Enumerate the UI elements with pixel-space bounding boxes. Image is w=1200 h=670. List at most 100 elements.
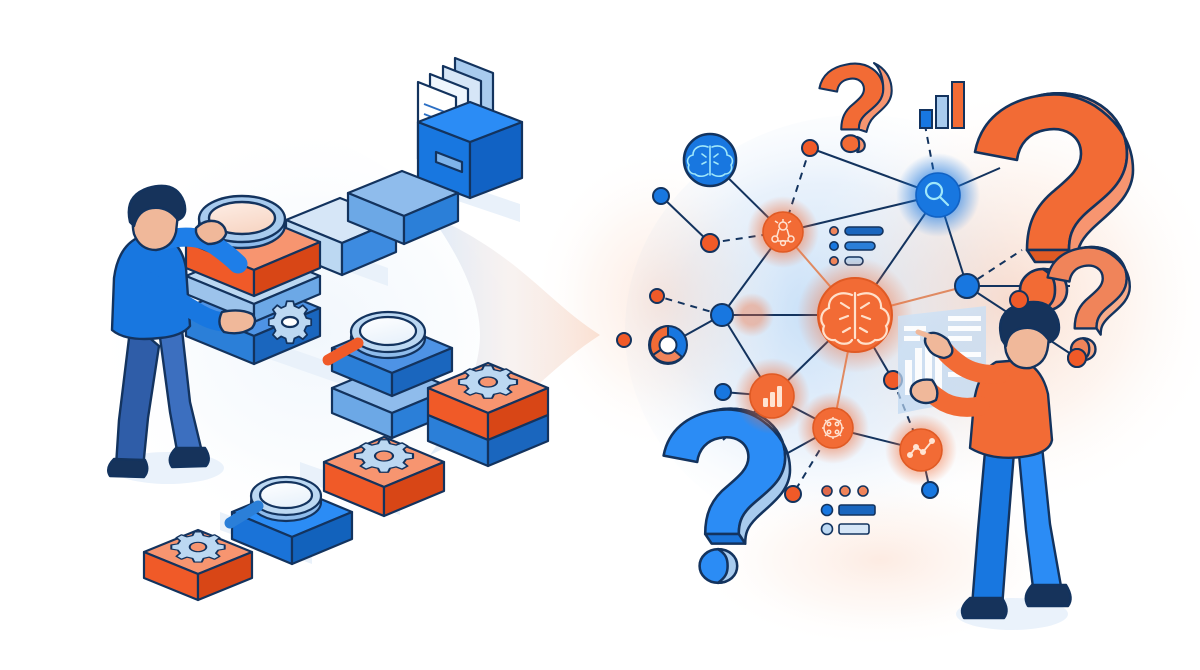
decor-icons <box>648 81 965 536</box>
bar-chart-icon-floating <box>919 81 965 129</box>
node-plain-orange-l3[interactable] <box>616 332 632 348</box>
question-mark-orange-top <box>818 61 893 154</box>
qmark-blue-dot-shade <box>716 547 739 585</box>
person-right-torso <box>968 358 1054 459</box>
person-left-shoe-front <box>168 446 210 469</box>
barchart-bar-3 <box>951 81 965 129</box>
maglow-lens <box>258 480 314 510</box>
node-plain-orange-top[interactable] <box>801 139 819 157</box>
barchart-bar-2 <box>935 95 949 129</box>
block-gear-orange-blue <box>426 361 550 468</box>
node-plain-orange-bot[interactable] <box>784 485 802 503</box>
qmark-top-shade <box>857 61 893 133</box>
dash-line-left-2 <box>904 336 920 341</box>
gearblock-ob-gear-icon <box>457 365 519 399</box>
qmark-blue-stem-edge <box>703 532 747 545</box>
person-left-shoe-back <box>107 457 149 479</box>
edge-blueright-dash <box>966 249 1023 287</box>
block-blue-right <box>402 191 460 246</box>
floating-dot-2[interactable] <box>1067 348 1087 368</box>
dash-bar-4 <box>935 354 942 392</box>
node-plain-blue-right[interactable] <box>954 273 980 299</box>
network-icon <box>771 219 795 247</box>
node-barchart-orange[interactable] <box>749 373 795 419</box>
person-inspecting-data <box>107 184 257 484</box>
dotlist-bar-1 <box>838 504 876 516</box>
magblock-mid-right <box>390 346 454 398</box>
question-mark-blue-large <box>662 407 792 585</box>
list-bullet-2 <box>828 241 839 252</box>
node-trend-orange[interactable] <box>899 428 943 472</box>
list-icon-lower <box>820 485 876 536</box>
person-left-hair <box>127 184 187 228</box>
filebox-top-rim <box>416 100 524 144</box>
node-plain-blue-low[interactable] <box>921 481 939 499</box>
node-network-orange[interactable] <box>762 211 804 253</box>
person-left-arm-upper <box>154 227 248 274</box>
edge-bluesmall-orange1 <box>660 195 711 244</box>
search-icon <box>924 181 950 207</box>
question-marks-group <box>662 61 1135 585</box>
gear-dots-icon <box>822 417 844 439</box>
dotlist-dot-1 <box>821 485 833 497</box>
brain-icon <box>820 291 890 345</box>
block-gear-orange <box>322 435 446 518</box>
dash-bar-3 <box>925 340 932 393</box>
person-left-hand-lower <box>218 309 257 335</box>
left-scene <box>107 56 550 602</box>
file-box-with-documents <box>416 56 524 200</box>
node-bar-2 <box>770 392 775 407</box>
trend-line-icon <box>907 437 936 458</box>
person-left-hand-upper <box>194 219 228 246</box>
node-glows <box>730 153 980 486</box>
dash-bar-2 <box>915 348 922 394</box>
question-mark-orange-small <box>1046 245 1131 362</box>
node-plain-blue-small[interactable] <box>652 187 670 205</box>
block-gear-orange-low <box>142 528 254 602</box>
dash-line-left-1 <box>904 326 926 331</box>
qmark-small-shade <box>1078 245 1131 336</box>
maglow-handle <box>224 500 264 529</box>
gearblock-o-right <box>382 460 446 518</box>
edge-blueleft-orange2 <box>656 295 723 316</box>
gearlow-gear-icon <box>170 531 226 563</box>
list-bar-2 <box>844 241 876 251</box>
qmark-top-dot-shade <box>856 135 866 154</box>
person-right-shoe-back <box>960 596 1008 620</box>
person-right-finger <box>915 329 937 341</box>
node-gear-circle[interactable] <box>812 407 854 449</box>
node-plain-blue-left[interactable] <box>710 303 734 327</box>
person-right-shoe-front <box>1024 583 1072 608</box>
stack-top-right <box>252 240 322 298</box>
floating-dot-1[interactable] <box>1009 290 1029 310</box>
gearlow-right <box>196 550 254 602</box>
block-magnifier-blue-low <box>224 475 354 566</box>
dash-bar-1 <box>905 360 912 395</box>
glow-edge-spark <box>730 293 774 337</box>
brain-icon <box>686 145 734 178</box>
node-plain-blue-tiny[interactable] <box>714 383 732 401</box>
node-plain-orange-l2[interactable] <box>649 288 665 304</box>
node-bar-3 <box>777 386 782 407</box>
block-magnifier-blue <box>322 310 454 440</box>
node-bar-1 <box>763 398 768 407</box>
node-search-circle[interactable] <box>915 172 961 218</box>
node-gear-orange[interactable] <box>812 407 854 449</box>
donut-hole <box>658 335 678 355</box>
dash-line-right-4 <box>948 352 981 357</box>
node-brain-orange[interactable] <box>817 277 893 353</box>
graph-icon-nodes <box>682 132 961 472</box>
barchart-bar-1 <box>919 109 933 129</box>
dotlist-dot-3 <box>857 485 869 497</box>
node-plain-orange-l1[interactable] <box>700 233 720 253</box>
magblock-handle <box>322 337 364 366</box>
dash-line-right-2 <box>948 326 981 331</box>
block-blue-flat <box>346 169 460 246</box>
dotlist-bar-2 <box>838 523 870 535</box>
node-search-blue[interactable] <box>915 172 961 218</box>
dotlist-bullet-2 <box>820 522 834 536</box>
list-bar-1 <box>844 226 884 236</box>
maglow-right <box>290 510 354 566</box>
node-brain-blue[interactable] <box>682 132 738 188</box>
